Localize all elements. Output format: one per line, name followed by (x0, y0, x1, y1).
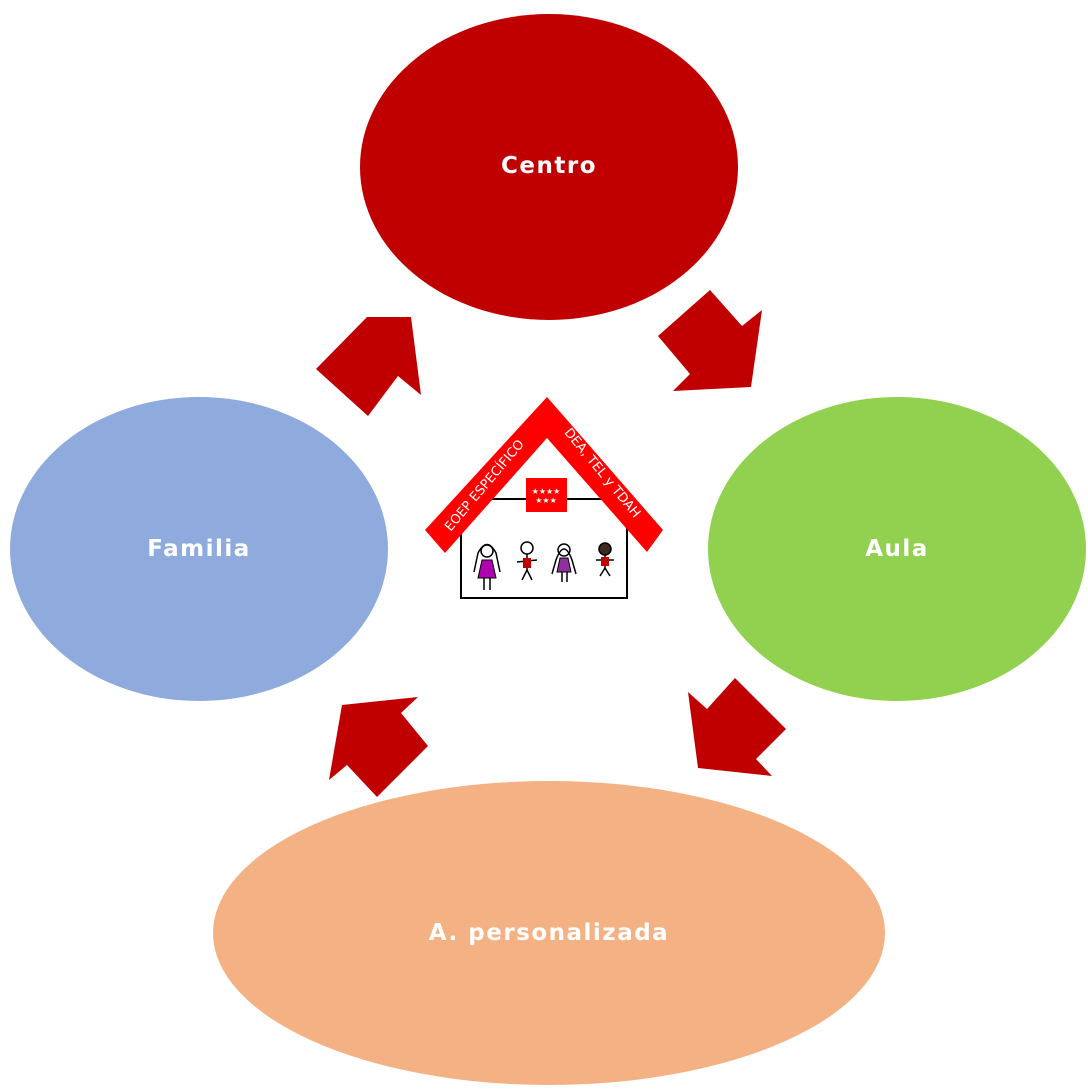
madrid-flag (526, 478, 567, 512)
familia-node (10, 397, 388, 701)
house-roof (425, 397, 663, 553)
familia-label: Familia (147, 536, 251, 562)
eoep-logo: EOEP ESPECÍFICO DEA, TEL y TDAH ★★★★ ★★★ (425, 397, 663, 599)
flag-stars-icon: ★★★★ (532, 487, 561, 496)
arrow-aula-to-personalizada (688, 678, 786, 776)
child-figure-icon (473, 543, 501, 590)
centro-node (360, 14, 738, 320)
flag-stars-row2-icon: ★★★ (535, 496, 557, 505)
personalizada-label: A. personalizada (428, 920, 670, 946)
arrow-centro-to-aula (658, 290, 762, 391)
arrow-familia-to-centro (316, 317, 421, 416)
aula-node (708, 397, 1086, 701)
child-figure-icon (516, 541, 538, 581)
child-figure-icon (596, 542, 614, 577)
aula-label: Aula (865, 536, 929, 562)
child-figure-icon (551, 543, 577, 582)
personalizada-node (213, 781, 885, 1085)
centro-label: Centro (501, 153, 597, 179)
arrow-personalizada-to-familia (329, 697, 428, 797)
